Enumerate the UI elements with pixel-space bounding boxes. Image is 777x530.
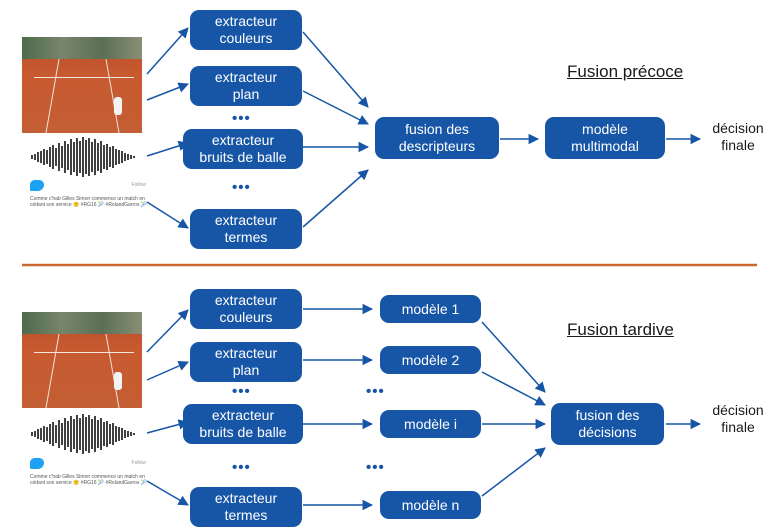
fusion-decisions: fusion des décisions — [551, 403, 664, 445]
extractor-ball-sounds: extracteur bruits de balle — [183, 404, 303, 444]
title-late-fusion: Fusion tardive — [567, 320, 674, 339]
ellipsis-dots: ••• — [232, 179, 251, 196]
extractor-colors: extracteur couleurs — [190, 10, 302, 50]
ellipsis-dots: ••• — [232, 459, 251, 476]
twitter-bird-icon — [30, 180, 44, 191]
final-decision-bottom: décision finale — [712, 402, 764, 435]
model-i: modèle i — [380, 410, 481, 438]
multimodal-model: modèle multimodal — [545, 117, 665, 159]
tweet-card: Follow Comme c'hab Gilles Simon commence… — [30, 458, 150, 496]
ellipsis-dots: ••• — [232, 110, 251, 127]
extractor-ball-sounds: extracteur bruits de balle — [183, 129, 303, 169]
tweet-follow: Follow — [131, 460, 146, 466]
final-decision-top: décision finale — [712, 120, 764, 153]
tweet-text: Comme c'hab Gilles Simon commence un mat… — [30, 474, 148, 486]
title-early-fusion: Fusion précoce — [567, 62, 684, 81]
tweet-text: Comme c'hab Gilles Simon commence un mat… — [30, 196, 148, 208]
model-1: modèle 1 — [380, 295, 481, 323]
ellipsis-dots: ••• — [232, 383, 251, 400]
model-n: modèle n — [380, 491, 481, 519]
model-2: modèle 2 — [380, 346, 481, 374]
extractor-terms: extracteur termes — [190, 487, 302, 527]
ellipsis-dots: ••• — [366, 459, 385, 476]
extractor-plan: extracteur plan — [190, 342, 302, 382]
fusion-descriptors: fusion des descripteurs — [375, 117, 499, 159]
tennis-court-image — [22, 312, 142, 408]
extractor-terms: extracteur termes — [190, 209, 302, 249]
audio-waveform — [31, 137, 135, 177]
tweet-card: Follow Comme c'hab Gilles Simon commence… — [30, 180, 150, 218]
tweet-follow: Follow — [131, 182, 146, 188]
audio-waveform — [31, 414, 135, 454]
extractor-colors: extracteur couleurs — [190, 289, 302, 329]
tennis-court-image — [22, 37, 142, 133]
extractor-plan: extracteur plan — [190, 66, 302, 106]
twitter-bird-icon — [30, 458, 44, 469]
ellipsis-dots: ••• — [366, 383, 385, 400]
